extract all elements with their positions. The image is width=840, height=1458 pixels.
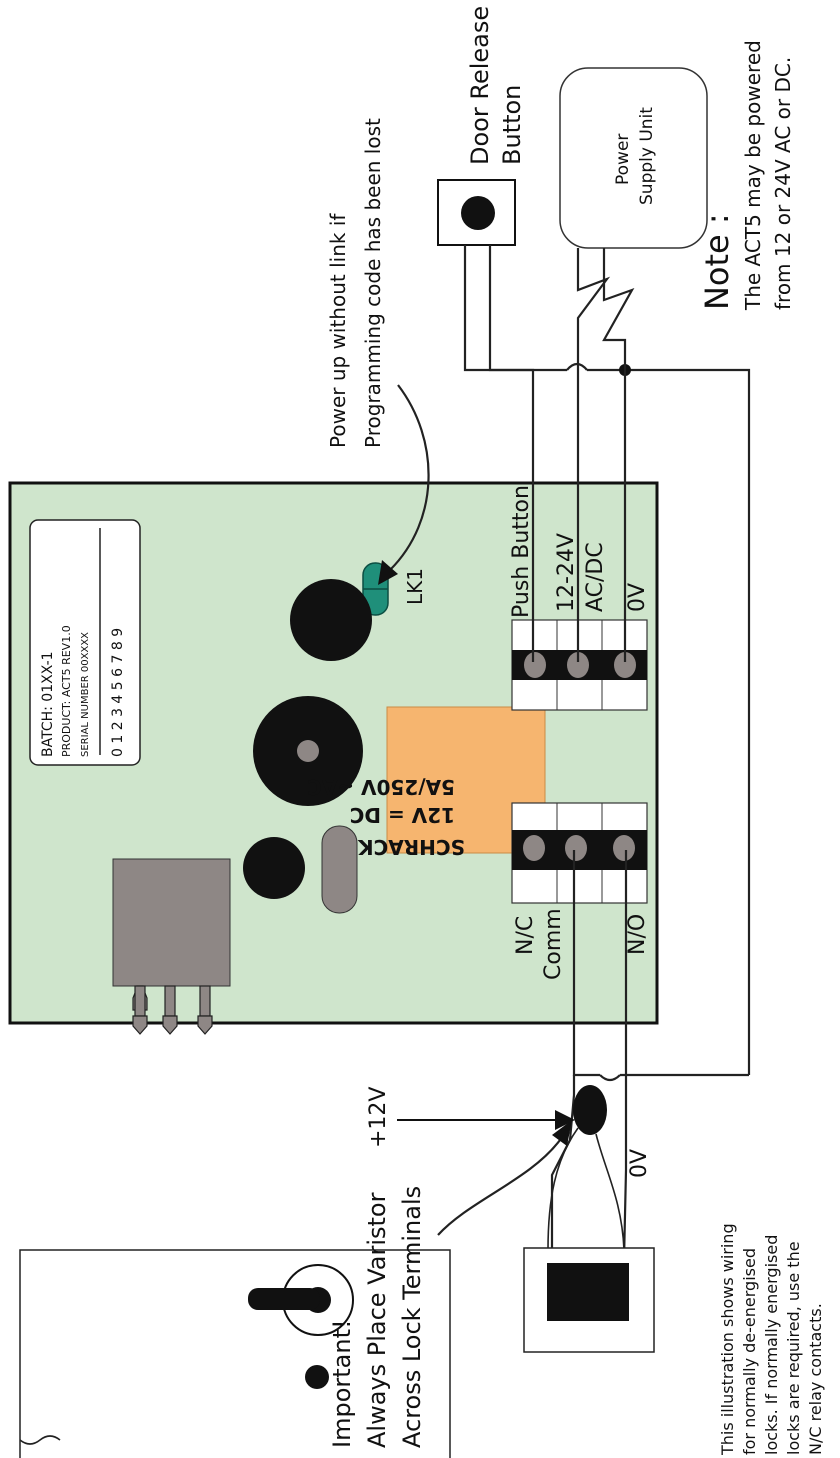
note-line2: from 12 or 24V AC or DC. bbox=[771, 57, 795, 310]
psu-line2: Supply Unit bbox=[637, 107, 657, 205]
important-line3: Across Lock Terminals bbox=[398, 1186, 426, 1448]
wires-top bbox=[463, 245, 751, 1075]
regulator-block bbox=[112, 858, 231, 987]
important-line2: Always Place Varistor bbox=[363, 1192, 391, 1448]
relay-line2: 12V = DC bbox=[350, 803, 455, 827]
note-title: Note : bbox=[698, 213, 736, 310]
link-lk1: LK1 bbox=[362, 562, 427, 616]
varistor bbox=[573, 1085, 607, 1135]
label-no: N/O bbox=[625, 914, 650, 955]
buzzer-center bbox=[297, 740, 319, 762]
illus-line4: locks are required, use the bbox=[784, 1241, 803, 1455]
label-push-button: Push Button bbox=[509, 485, 534, 618]
illus-line5: N/C relay contacts. bbox=[806, 1303, 825, 1455]
label-0v-board: 0V bbox=[625, 583, 650, 612]
door-release-line1: Door Release bbox=[466, 6, 494, 165]
relay-line1: SCHRACK bbox=[357, 835, 465, 859]
link-label: LK1 bbox=[403, 568, 427, 605]
power-supply-unit bbox=[559, 67, 708, 249]
serial-digits: 0 1 2 3 4 5 6 7 8 9 bbox=[110, 628, 126, 757]
capacitor-small bbox=[243, 837, 305, 899]
label-0v-lock: 0V bbox=[627, 1149, 652, 1178]
psu-line1: Power bbox=[613, 134, 633, 185]
varistor-lead-right bbox=[595, 1133, 625, 1251]
label-ac-dc: AC/DC bbox=[583, 542, 608, 612]
label-comm: Comm bbox=[541, 908, 566, 980]
lock-body-bottom bbox=[19, 1435, 61, 1445]
relay: SCHRACK 12V = DC 5A/250V ~AC bbox=[307, 706, 546, 859]
door-release-button bbox=[437, 179, 516, 246]
capacitor-large bbox=[290, 579, 372, 661]
lock-terminal-block bbox=[523, 1247, 655, 1353]
varistor-lead-left bbox=[547, 1127, 579, 1251]
important-arrowhead bbox=[552, 1120, 572, 1146]
terminal-block-relay bbox=[511, 802, 648, 904]
crystal bbox=[321, 825, 358, 914]
plus12v-arrowhead bbox=[555, 1110, 575, 1130]
door-release-line2: Button bbox=[498, 85, 526, 165]
relay-line3: 5A/250V ~AC bbox=[307, 775, 455, 799]
batch-text: BATCH: 01XX-1 bbox=[40, 651, 56, 757]
label-nc: N/C bbox=[513, 916, 538, 955]
label-plus12v: +12V bbox=[366, 1087, 391, 1148]
power-up-line2: Programming code has been lost bbox=[361, 118, 385, 448]
wires-bottom bbox=[550, 850, 749, 1261]
power-up-line1: Power up without link if bbox=[326, 213, 350, 448]
note-line1: The ACT5 may be powered bbox=[741, 40, 765, 311]
illus-line3: locks. If normally energised bbox=[762, 1235, 781, 1455]
batch-label: BATCH: 01XX-1 PRODUCT: ACT5 REV1.0 SERIA… bbox=[29, 519, 141, 766]
serial-text: SERIAL NUMBER 00XXXX bbox=[80, 632, 91, 757]
lock-keyhole-icon bbox=[248, 1264, 354, 1336]
regulator-pins bbox=[132, 985, 213, 1035]
power-up-arrowhead bbox=[378, 560, 398, 585]
illus-line2: for normally de-energised bbox=[740, 1248, 759, 1455]
lock-bolt-dot bbox=[305, 1365, 329, 1389]
important-arrow bbox=[437, 1139, 561, 1236]
power-up-arrow bbox=[389, 384, 430, 571]
illus-line1: This illustration shows wiring bbox=[718, 1223, 737, 1456]
label-12-24v: 12-24V bbox=[554, 533, 579, 612]
important-line1: Important! bbox=[328, 1319, 356, 1448]
product-text: PRODUCT: ACT5 REV1.0 bbox=[60, 625, 73, 757]
